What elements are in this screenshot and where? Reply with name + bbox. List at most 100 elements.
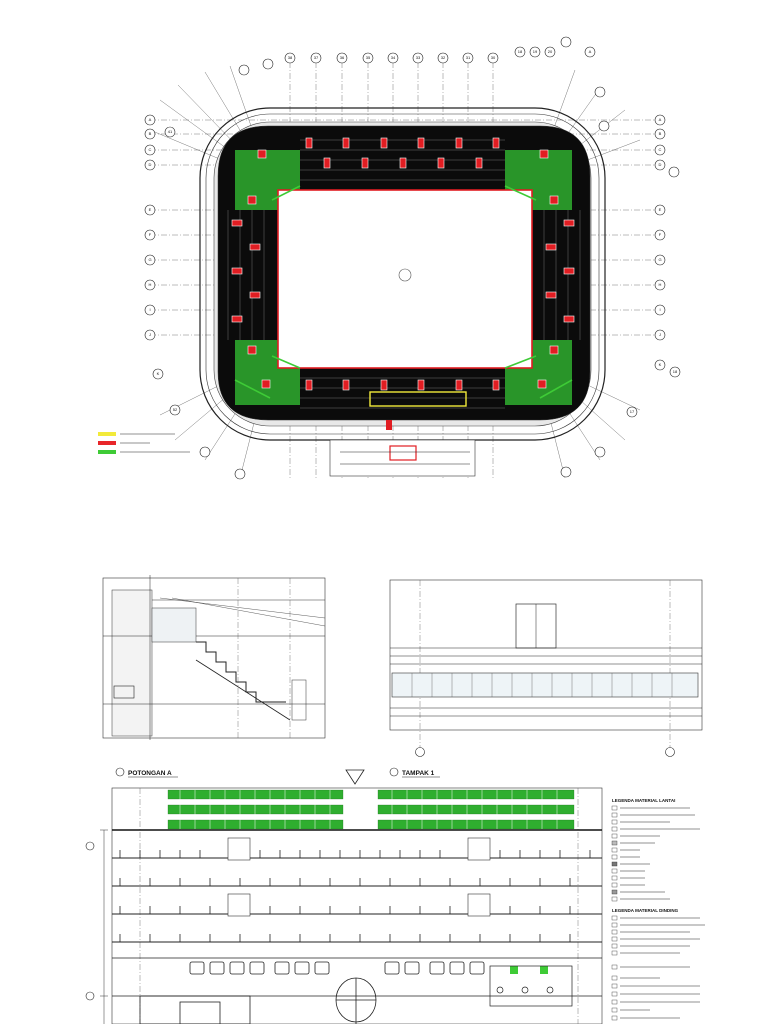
svg-text:F: F — [149, 232, 152, 237]
axis-bubble: D — [144, 159, 156, 171]
green-seat-rows — [167, 789, 575, 830]
legend-swatch-yellow — [98, 432, 116, 436]
axis-bubble: E — [654, 204, 666, 216]
svg-text:F: F — [659, 232, 662, 237]
building-outline-inner — [205, 113, 600, 435]
axis-bubble: I — [654, 304, 666, 316]
axis-bubble: J — [654, 329, 666, 341]
legend-swatch-red — [98, 441, 116, 445]
glass-railing — [391, 672, 699, 698]
stadium-plan: 38 37 36 35 34 33 32 31 30 18 19 20 A A … — [98, 36, 681, 480]
axis-bubble: 19 — [529, 46, 541, 58]
tier-lines — [112, 857, 602, 997]
ground-booths — [189, 961, 485, 975]
axis-bubble: 31 — [462, 52, 474, 64]
tribune-steps — [196, 641, 286, 703]
svg-text:I: I — [149, 307, 150, 312]
svg-text:31: 31 — [466, 55, 471, 60]
axis-bubbles-top: 38 37 36 35 34 33 32 31 30 18 19 20 A — [238, 36, 596, 76]
entrance-features — [139, 977, 377, 1024]
svg-text:I: I — [659, 307, 660, 312]
svg-text:H: H — [149, 282, 152, 287]
svg-text:30: 30 — [491, 55, 496, 60]
yellow-structure-lines — [369, 391, 467, 407]
red-exit-markers — [231, 137, 575, 391]
elevation-1-title: TAMPAK 1 — [402, 770, 435, 777]
legend-lantai-title: LEGENDA MATERIAL LANTAI — [612, 798, 675, 803]
axis-bubble: I — [144, 304, 156, 316]
svg-text:E: E — [149, 207, 152, 212]
axis-bubbles-right: A B C D E F G H I J K 18 17 — [560, 86, 681, 478]
svg-text:36: 36 — [340, 55, 345, 60]
svg-text:A: A — [149, 117, 152, 122]
svg-text:20: 20 — [548, 49, 553, 54]
axis-bubble: G — [144, 254, 156, 266]
axis-bubble: 18 — [514, 46, 526, 58]
axis-bubble: G — [654, 254, 666, 266]
green-marker-squares — [510, 966, 548, 974]
axis-bubble: 38 — [284, 52, 296, 64]
axis-bubble: D — [654, 159, 666, 171]
svg-text:A: A — [659, 117, 662, 122]
section-marker — [345, 769, 365, 785]
svg-text:C: C — [149, 147, 152, 152]
svg-text:C: C — [659, 147, 662, 152]
axis-bubble: F — [144, 229, 156, 241]
axis-bubble: H — [654, 279, 666, 291]
detail-elevation-right — [389, 579, 703, 757]
axis-bubble: 17 — [626, 406, 638, 418]
material-legends: LEGENDA MATERIAL LANTAI LEGENDA MATERIAL… — [611, 798, 705, 1021]
south-entrance-block — [329, 420, 476, 477]
axis-bubble: 30 — [487, 52, 499, 64]
svg-text:K: K — [157, 371, 160, 376]
center-circle — [398, 268, 412, 282]
section-a-title: POTONGAN A — [128, 770, 172, 777]
axis-bubble: 37 — [310, 52, 322, 64]
axis-bubble: 34 — [387, 52, 399, 64]
axis-bubble: B — [144, 128, 156, 140]
svg-text:18: 18 — [673, 369, 678, 374]
toilet-fixtures — [489, 965, 573, 1007]
axis-bubble: 20 — [544, 46, 556, 58]
svg-text:38: 38 — [288, 55, 293, 60]
svg-text:K: K — [659, 362, 662, 367]
axis-bubble: J — [144, 329, 156, 341]
svg-text:G: G — [658, 257, 661, 262]
dimension-left — [85, 829, 108, 1024]
axis-bubble: B — [654, 128, 666, 140]
svg-text:17: 17 — [630, 409, 635, 414]
legend-dinding-items — [611, 915, 705, 1021]
svg-text:A: A — [589, 49, 592, 54]
svg-text:D: D — [659, 162, 662, 167]
svg-text:33: 33 — [416, 55, 421, 60]
axis-bubble: K — [654, 359, 666, 371]
svg-text:J: J — [659, 332, 661, 337]
axis-bubble: K — [152, 368, 164, 380]
svg-text:52: 52 — [173, 407, 178, 412]
axis-bubble: 52 — [169, 404, 181, 416]
legend-lantai-items — [611, 805, 700, 902]
svg-text:E: E — [659, 207, 662, 212]
svg-text:32: 32 — [441, 55, 446, 60]
axis-bubble: A — [584, 46, 596, 58]
axis-bubble: 41 — [164, 126, 176, 138]
axis-bubble: C — [144, 144, 156, 156]
axis-bubble: 35 — [362, 52, 374, 64]
seat-row-lines — [227, 139, 581, 409]
seat-ticks — [119, 850, 591, 942]
svg-text:B: B — [149, 131, 152, 136]
axis-bubble: F — [654, 229, 666, 241]
axis-bubble: A — [144, 114, 156, 126]
axis-bubble: E — [144, 204, 156, 216]
axis-bubble: 36 — [336, 52, 348, 64]
svg-text:41: 41 — [168, 129, 173, 134]
legend-dinding-title: LEGENDA MATERIAL DINDING — [612, 908, 679, 913]
svg-text:18: 18 — [518, 49, 523, 54]
legend-swatch-green — [98, 450, 116, 454]
axis-bubble: 33 — [412, 52, 424, 64]
svg-text:19: 19 — [533, 49, 538, 54]
axis-bubble: H — [144, 279, 156, 291]
svg-text:B: B — [659, 131, 662, 136]
svg-text:37: 37 — [314, 55, 319, 60]
